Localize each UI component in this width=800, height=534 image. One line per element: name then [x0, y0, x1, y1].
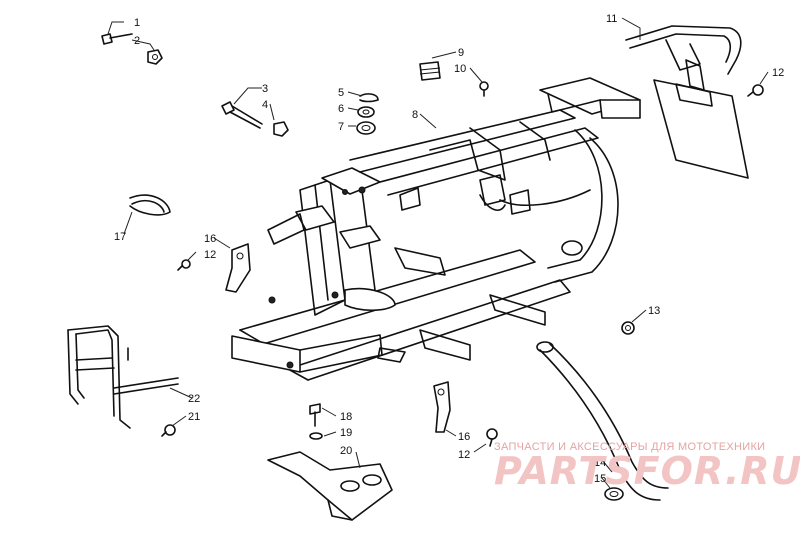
callout-21: 21	[188, 411, 200, 423]
callout-5: 5	[338, 87, 344, 99]
callout-2: 2	[134, 35, 140, 47]
clamp-part-15	[604, 487, 624, 501]
bolt-part-12-b	[177, 259, 191, 271]
bearing-part-7	[356, 121, 376, 135]
callout-11: 11	[606, 13, 617, 25]
callout-14: 14	[594, 457, 606, 469]
callout-13: 13	[648, 305, 660, 317]
battery-tray-part-20	[267, 451, 393, 521]
callout-1: 1	[134, 17, 140, 29]
main-frame	[231, 77, 641, 381]
callout-16-a: 16	[204, 233, 216, 245]
bolt-part-3	[221, 101, 263, 129]
bolt-part-18	[309, 403, 321, 427]
callout-8: 8	[412, 109, 418, 121]
bracket-part-16-a	[225, 243, 251, 293]
callout-19: 19	[340, 427, 352, 439]
hose-part-14	[536, 341, 669, 501]
callout-12-b: 12	[204, 249, 216, 261]
callout-10: 10	[454, 63, 466, 75]
leader-lines	[107, 17, 769, 489]
callout-3: 3	[262, 83, 268, 95]
bolt-part-12-a	[747, 84, 764, 97]
washer-part-6	[357, 106, 375, 118]
callout-7: 7	[338, 121, 344, 133]
callout-9: 9	[458, 47, 464, 59]
callout-17: 17	[114, 231, 126, 243]
license-plate	[653, 59, 749, 179]
bolt-part-1	[101, 33, 133, 45]
callout-labels: 1 2 3 4 5 6 7 8 9 10 11 12 12 12 13 14 1…	[114, 13, 784, 485]
nut-part-2	[147, 49, 163, 65]
callout-18: 18	[340, 411, 352, 423]
callout-15: 15	[594, 473, 606, 485]
callout-4: 4	[262, 99, 268, 111]
nut-part-4	[273, 121, 289, 137]
screw-part-10	[479, 81, 489, 97]
watermark-caption: ЗАПЧАСТИ И АКСЕССУАРЫ ДЛЯ МОТОТЕХНИКИ	[494, 441, 765, 453]
bolt-part-21	[161, 424, 176, 437]
strap-part-17	[129, 194, 171, 216]
washer-part-19	[309, 432, 323, 440]
rear-handle-part-11	[625, 25, 742, 75]
grommet-part-9	[419, 61, 441, 81]
clip-part-5	[359, 93, 379, 103]
callout-22: 22	[188, 393, 200, 405]
callout-20: 20	[340, 445, 352, 457]
watermark-logo: PARTSFOR.RU	[494, 449, 800, 493]
bolt-part-12-c	[486, 428, 498, 447]
bracket-part-16-b	[433, 381, 451, 433]
callout-12-a: 12	[772, 67, 784, 79]
callout-12-c: 12	[458, 449, 470, 461]
callout-16-b: 16	[458, 431, 470, 443]
clamp-part-13	[621, 321, 635, 335]
watermark: ЗАПЧАСТИ И АКСЕССУАРЫ ДЛЯ МОТОТЕХНИКИ PA…	[494, 441, 800, 493]
callout-6: 6	[338, 103, 344, 115]
front-bumper-part-22	[67, 325, 179, 429]
